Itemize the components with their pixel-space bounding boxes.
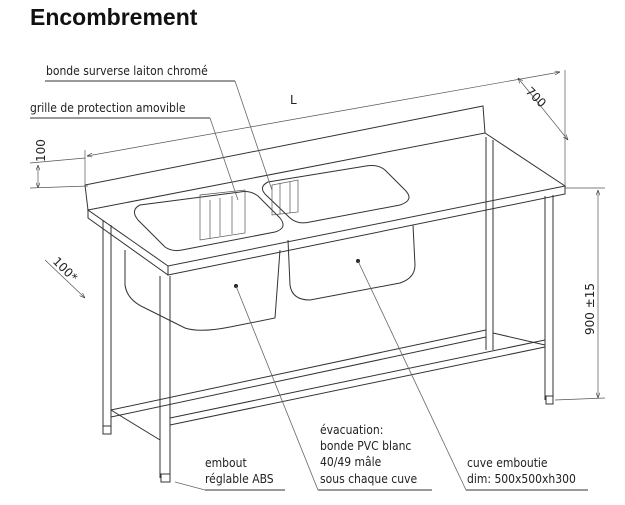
protection-grids	[199, 179, 299, 241]
label-drain-2: bonde PVC blanc	[320, 439, 411, 453]
label-bowl-2: dim: 500x500xh300	[467, 472, 576, 486]
label-bowl-1: cuve emboutie	[467, 456, 548, 470]
label-foot-2: réglable ABS	[205, 472, 274, 486]
table-legs	[102, 137, 554, 483]
dim-height: 900 ±15	[583, 283, 597, 335]
label-drain-3: 40/49 mâle	[320, 455, 382, 469]
label-overflow: bonde surverse laiton chromé	[46, 64, 208, 78]
label-foot-1: embout	[205, 456, 247, 470]
dim-upstand: 100	[34, 139, 48, 162]
leader-lines	[30, 80, 588, 491]
dimension-lines	[29, 70, 606, 401]
dim-depth: 700	[523, 84, 549, 110]
page-title: Encombrement	[30, 4, 198, 30]
sink-bowl-right	[262, 165, 416, 301]
label-drain-4: sous chaque cuve	[320, 472, 417, 486]
label-drain-1: évacuation:	[320, 423, 383, 437]
label-grid: grille de protection amovible	[30, 101, 186, 115]
dim-length: L	[290, 93, 297, 107]
